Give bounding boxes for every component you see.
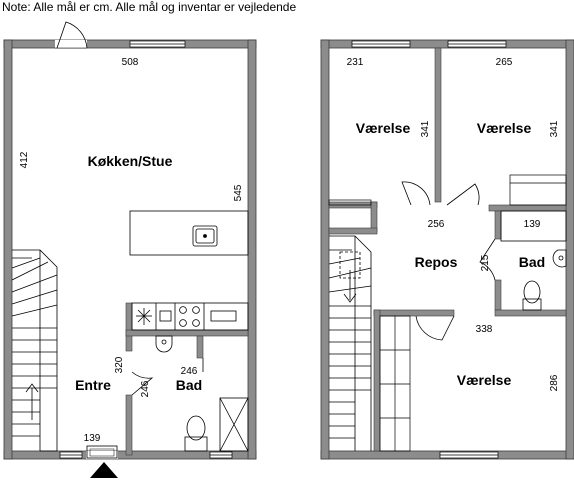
- dim-top-width: 508: [122, 57, 139, 68]
- dim-door-width: 139: [84, 433, 101, 444]
- room-label-bedroom-right: Værelse: [477, 120, 532, 136]
- room-label-entre: Entre: [75, 377, 111, 393]
- hob-icon: [179, 306, 200, 327]
- dim-repos-height: 215: [480, 254, 491, 271]
- kitchen-island: [129, 210, 249, 256]
- first-floor-plan: Værelse Værelse Repos Bad Værelse 231 34…: [320, 39, 574, 460]
- bathroom-first-fixtures: [500, 210, 567, 311]
- front-door: [86, 445, 118, 459]
- ground-floor-plan: Køkken/Stue Entre Bad 508 412 545 320 24…: [3, 21, 257, 478]
- room-label-kitchen-living: Køkken/Stue: [88, 153, 173, 169]
- dim-bedroom-right-width: 265: [496, 57, 513, 68]
- dim-entre-height: 320: [114, 356, 125, 373]
- room-label-bad-ground: Bad: [176, 377, 202, 393]
- note-text: Note: Alle mål er cm. Alle mål og invent…: [2, 0, 297, 14]
- first-floor-door-swings: [401, 181, 496, 341]
- room-label-bedroom-left: Værelse: [356, 120, 411, 136]
- first-floor-outer-walls: [320, 39, 574, 460]
- ground-floor-windows: [59, 40, 233, 459]
- first-floor-interior-walls: [328, 47, 567, 452]
- dim-repos-width: 256: [428, 219, 445, 230]
- kitchen-counter: [131, 302, 249, 331]
- dim-bedroom-right-height: 341: [549, 120, 560, 137]
- dim-bad-width: 246: [181, 366, 198, 377]
- dim-right-height: 545: [233, 184, 244, 201]
- dim-bedroom-bottom-height: 286: [549, 374, 560, 391]
- bathroom-door-swing: [131, 371, 154, 396]
- dim-bedroom-left-width: 231: [347, 57, 364, 68]
- dim-bedroom-left-height: 341: [420, 120, 431, 137]
- bathroom-ground-fixtures: [155, 335, 249, 452]
- dim-bedroom-bottom-width: 338: [476, 324, 493, 335]
- staircase-first: [328, 235, 372, 451]
- dim-bad-first-width: 139: [524, 219, 541, 230]
- entrance-arrow-icon: [90, 462, 118, 478]
- wardrobes: [328, 174, 567, 452]
- dim-left-height: 412: [19, 151, 30, 168]
- top-door: [55, 21, 88, 49]
- room-label-repos: Repos: [415, 254, 458, 270]
- staircase-ground: [11, 249, 58, 452]
- first-floor-windows: [351, 40, 507, 459]
- room-label-bedroom-bottom: Værelse: [457, 372, 512, 388]
- dim-entre-door: 246: [140, 380, 151, 397]
- room-label-bad-first: Bad: [519, 254, 545, 270]
